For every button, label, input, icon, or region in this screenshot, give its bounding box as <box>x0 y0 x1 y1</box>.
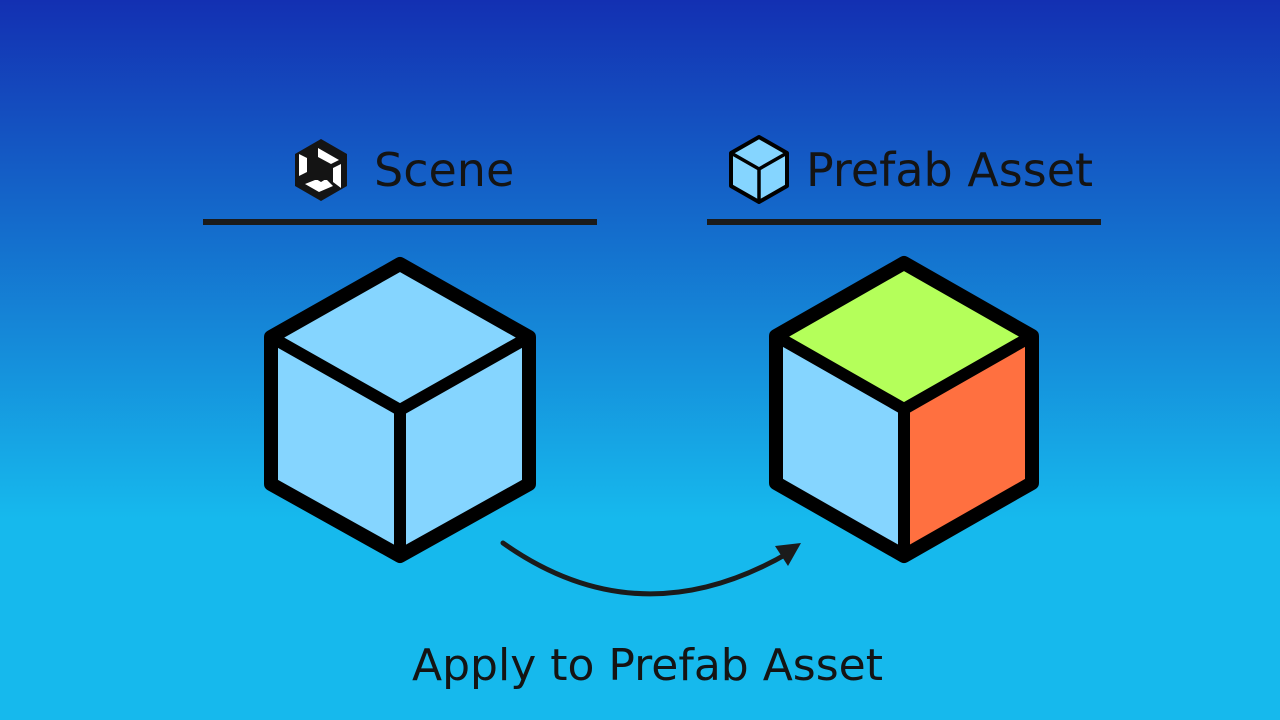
prefab-cube <box>769 256 1039 563</box>
prefab-heading: Prefab Asset <box>726 135 1094 204</box>
apply-caption: Apply to Prefab Asset <box>412 640 883 691</box>
prefab-asset-label: Prefab Asset <box>806 143 1094 197</box>
curved-arrow-head <box>775 543 801 566</box>
curved-arrow-icon <box>500 540 801 597</box>
unity-logo-icon <box>295 139 347 201</box>
prefab-cube-icon <box>729 135 789 204</box>
scene-heading: Scene <box>288 138 514 202</box>
scene-label: Scene <box>374 143 515 197</box>
curved-arrow-shaft <box>500 540 793 597</box>
scene-cube <box>264 257 536 563</box>
